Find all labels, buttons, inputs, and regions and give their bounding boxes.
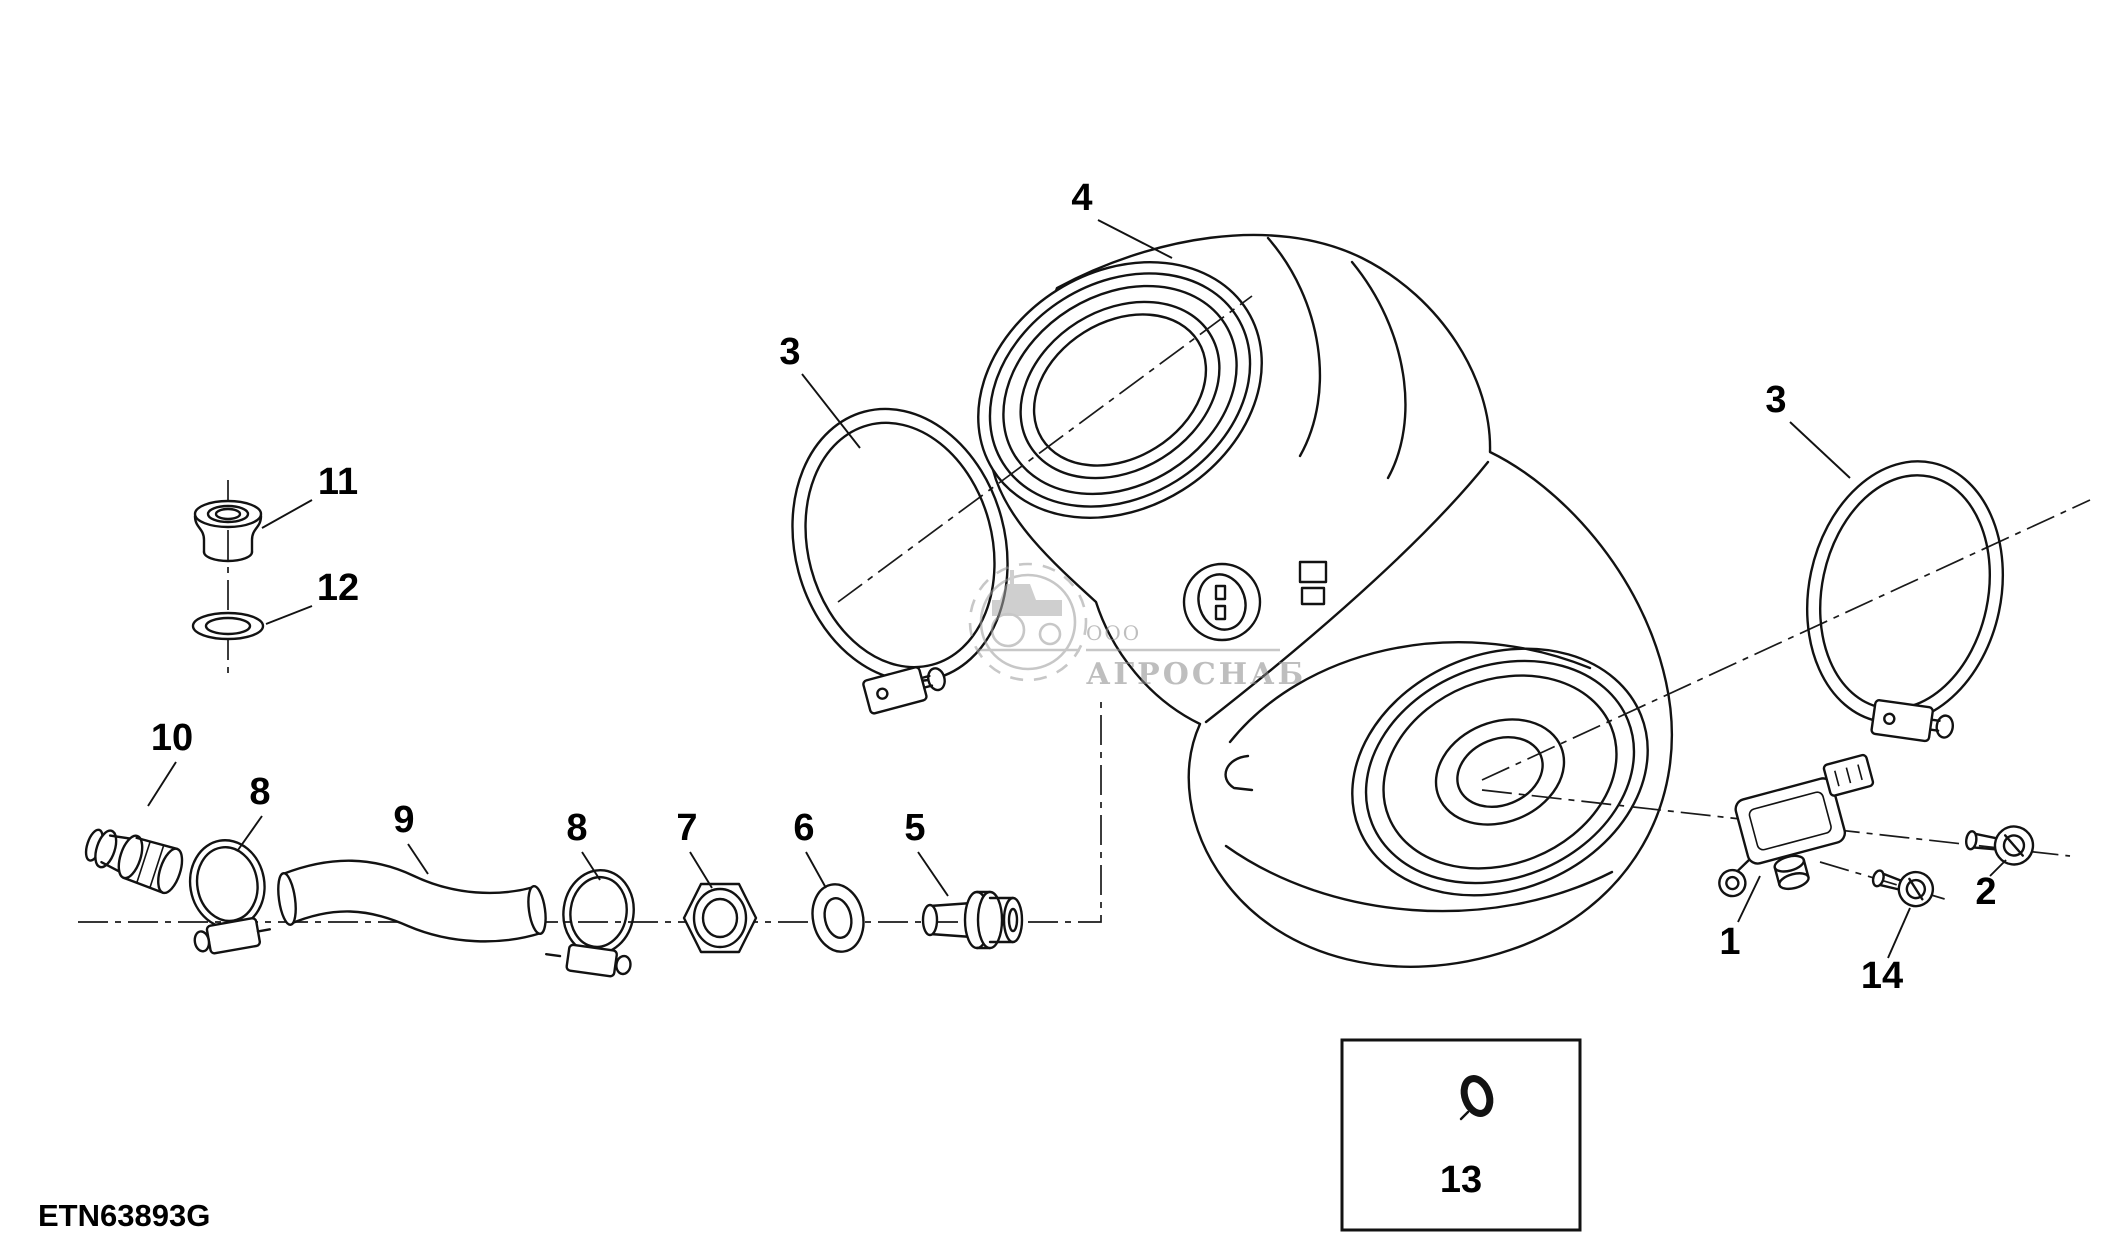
oring-icon-tail: [1459, 1110, 1470, 1121]
clamp-part8-right: [544, 868, 635, 978]
screw-part2: [1965, 825, 2035, 866]
centerline-inlet-clamp: [837, 295, 1253, 603]
leader-line: [1887, 907, 1911, 959]
centerline-fittings-axis: [78, 700, 1102, 923]
watermark-logo: ООО АГРОСНАБ: [968, 562, 1306, 692]
part13-box: [1340, 1038, 1582, 1232]
bushing-part11: [193, 499, 263, 563]
centerline-outlet-clamp: [1481, 499, 2091, 781]
rib-line: [1266, 236, 1322, 458]
callout-label-12: 12: [317, 567, 359, 609]
callout-12: 12: [265, 567, 359, 625]
callout-4: 4: [1071, 177, 1173, 259]
callout-label-10: 10: [151, 717, 193, 759]
callout-label-4: 4: [1071, 177, 1092, 219]
clamp-screw-housing: [862, 666, 946, 715]
leader-line: [237, 815, 263, 851]
duct-clip-bracket: [1298, 560, 1328, 606]
duct-port-boss: [1182, 562, 1262, 642]
callout-label-8-right: 8: [566, 807, 587, 849]
oring-icon: [1460, 1075, 1494, 1117]
washer-part6: [811, 883, 865, 953]
watermark-org-type: ООО: [1086, 621, 1141, 645]
leader-line: [261, 499, 313, 529]
callout-label-1: 1: [1719, 921, 1740, 963]
callout-8-right: 8: [566, 807, 601, 881]
rib-line: [1350, 260, 1407, 480]
figure-code: ETN63893G: [38, 1198, 210, 1233]
callout-label-3-right: 3: [1765, 379, 1786, 421]
air-duct-elbow-part4: [977, 233, 1674, 968]
leader-line: [805, 851, 827, 889]
callout-label-6: 6: [793, 807, 814, 849]
duct-hook-tab: [1224, 754, 1254, 792]
body-junction-line: [1204, 460, 1490, 724]
duct-inlet-flange: [977, 261, 1263, 519]
callout-label-2: 2: [1975, 871, 1996, 913]
leader-line: [581, 851, 601, 881]
callout-label-11: 11: [318, 461, 358, 503]
sensor-part1: [1718, 753, 1875, 898]
callout-6: 6: [793, 807, 827, 889]
leader-line: [917, 851, 949, 897]
oring-box-part13: [1340, 1038, 1582, 1232]
callout-11: 11: [261, 461, 358, 529]
callout-7: 7: [676, 807, 713, 889]
callout-label-3-left: 3: [779, 331, 800, 373]
leader-line: [1097, 219, 1173, 259]
callout-label-13: 13: [1440, 1159, 1482, 1201]
callout-5: 5: [904, 807, 949, 897]
screw-part14: [1871, 869, 1935, 908]
fitting-part10: [84, 828, 184, 895]
hose-clamp-left-part3: [791, 407, 1009, 715]
callout-8-left: 8: [237, 771, 271, 851]
callouts-layer: 4 3 3 11 12 10 8 9: [147, 177, 2007, 1201]
nut-part7: [682, 882, 758, 954]
watermark-gear-icon: [968, 562, 1088, 682]
leader-line: [1789, 421, 1851, 479]
leader-line: [1737, 875, 1761, 923]
callout-14: 14: [1861, 907, 1911, 997]
leader-line: [801, 373, 861, 449]
callout-2: 2: [1975, 859, 2007, 913]
clamp-part8-left: [188, 839, 272, 955]
fitting-part5: [921, 890, 1024, 950]
watermark-text: ООО АГРОСНАБ: [1086, 621, 1306, 692]
leader-line: [407, 843, 429, 875]
callout-9: 9: [393, 799, 429, 875]
leader-line: [689, 851, 713, 889]
callout-label-5: 5: [904, 807, 925, 849]
duct-outlet-flange: [1351, 647, 1649, 897]
leader-line: [265, 605, 313, 625]
watermark-org-name: АГРОСНАБ: [1086, 657, 1306, 692]
callout-label-9: 9: [393, 799, 414, 841]
callout-3-right: 3: [1765, 379, 1851, 479]
callout-1: 1: [1719, 875, 1761, 963]
rib-line: [1228, 641, 1592, 744]
callout-3-left: 3: [779, 331, 861, 449]
leader-line: [1989, 859, 2007, 877]
leader-line: [147, 761, 177, 807]
clamp-screw-housing: [1870, 699, 1955, 743]
washer-part12: [191, 611, 265, 641]
callout-label-14: 14: [1861, 955, 1903, 997]
hose-part9: [277, 859, 547, 943]
hose-clamp-right-part3: [1805, 460, 2005, 743]
watermark-tractor-icon: [978, 570, 1080, 652]
callout-10: 10: [147, 717, 193, 807]
rib-line: [1224, 844, 1614, 913]
callout-label-8-left: 8: [249, 771, 270, 813]
callout-label-7: 7: [676, 807, 697, 849]
